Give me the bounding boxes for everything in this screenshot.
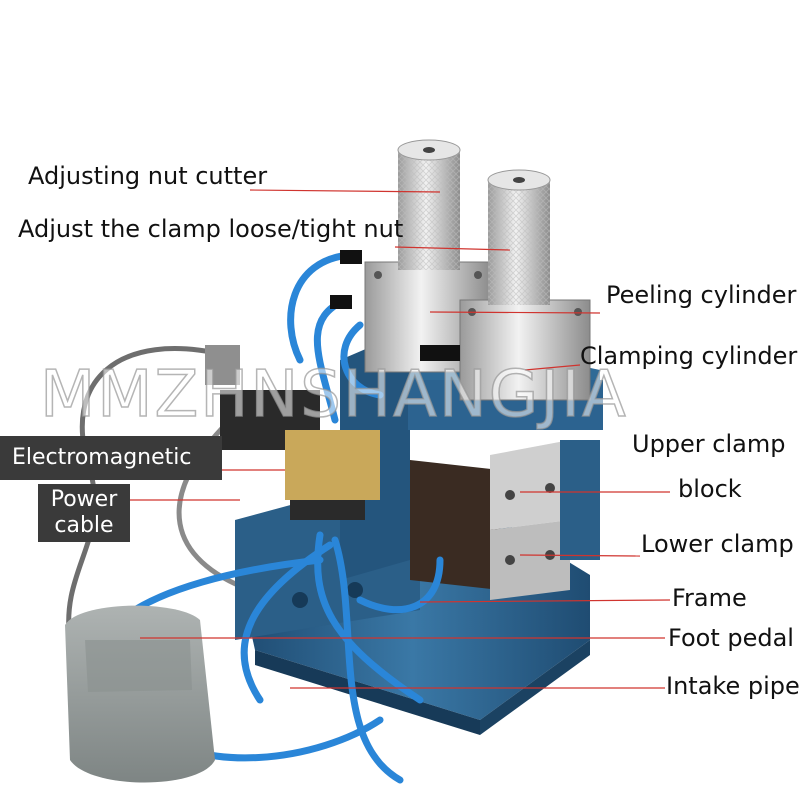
label-power-line1: Power: [50, 487, 118, 512]
leader-lines: [130, 189, 671, 689]
adjusting-nut-cutter: [397, 139, 461, 270]
label-upper-clamp: Upper clamp: [632, 430, 786, 458]
label-clamping-cylinder: Clamping cylinder: [580, 342, 798, 370]
label-upper-clamp-block: block: [678, 475, 742, 503]
foot-pedal: [65, 605, 215, 783]
label-power-line2: cable: [54, 513, 114, 538]
label-lower-clamp: Lower clamp: [641, 530, 794, 558]
label-electromagnetic: Electromagnetic: [0, 436, 222, 480]
label-foot-pedal: Foot pedal: [668, 624, 794, 652]
clamp-dark: [410, 460, 500, 590]
clamp-adjust-nut: [487, 169, 551, 305]
clamping-cylinder: [459, 299, 591, 401]
label-peeling-cylinder: Peeling cylinder: [606, 281, 797, 309]
label-frame: Frame: [672, 584, 747, 612]
label-adjust-clamp-nut: Adjust the clamp loose/tight nut: [18, 215, 404, 243]
label-intake-pipe: Intake pipe: [666, 672, 800, 700]
label-power-cable: Power cable: [38, 484, 130, 542]
lower-clamp-block: [490, 520, 570, 600]
upper-clamp-block: [490, 440, 570, 530]
label-adjusting-nut-cutter: Adjusting nut cutter: [28, 162, 268, 190]
